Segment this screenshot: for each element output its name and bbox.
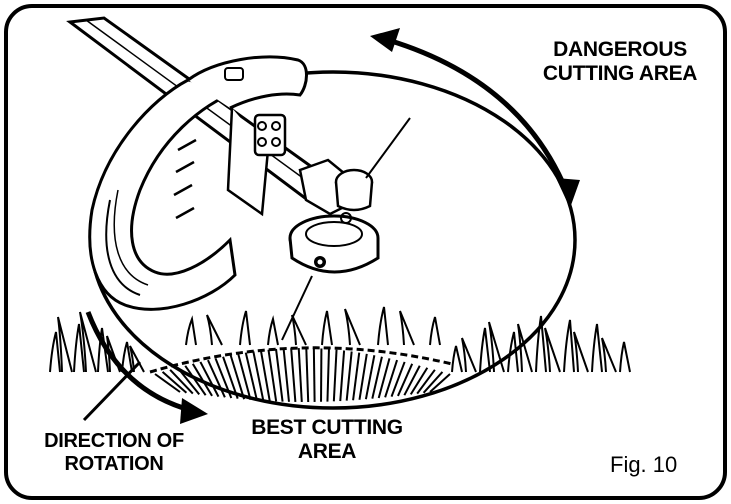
hatch-line: [364, 355, 376, 400]
grass-blade: [601, 337, 617, 373]
hatch-line: [345, 351, 353, 401]
grass-blade: [291, 314, 307, 346]
hatch-line: [305, 347, 310, 403]
hatch-line: [214, 358, 233, 399]
direction-label-line2: ROTATION: [64, 453, 164, 475]
hatch-line: [290, 348, 297, 403]
hatch-line: [371, 356, 383, 399]
grass-blade: [544, 327, 561, 373]
hatch-line: [312, 348, 316, 402]
grass-blade: [591, 323, 603, 373]
hatch-line: [176, 367, 201, 396]
figure-frame: [4, 4, 727, 500]
grass-blade: [57, 316, 73, 373]
grass-blade: [206, 314, 223, 346]
grass-blade: [488, 321, 505, 373]
hatch-line: [267, 349, 278, 402]
hatch-line: [352, 352, 361, 401]
dangerous-label-line1: DANGEROUS: [553, 38, 687, 61]
debris-shield: [88, 55, 308, 311]
hatch-line: [252, 351, 265, 401]
grass-blade: [97, 327, 109, 373]
hatch-line: [384, 359, 399, 398]
grass-blade: [461, 337, 477, 373]
grass-blade: [399, 310, 415, 346]
hatch-line: [326, 348, 330, 402]
grass-blade: [73, 323, 85, 373]
best-cutting-area-label: BEST CUTTING AREA: [222, 416, 432, 464]
hatch-line: [244, 352, 258, 401]
grass-blade: [321, 310, 333, 346]
rotation-arrow: [82, 311, 208, 424]
trimmer-head: [281, 117, 411, 341]
hatch-line: [229, 354, 246, 400]
hatch-line: [332, 349, 338, 402]
grass-under-head: [185, 306, 441, 346]
best-label-line2: AREA: [297, 440, 357, 464]
grass-blade: [619, 341, 631, 373]
hatch-line: [297, 347, 303, 403]
hatch-line: [275, 348, 284, 402]
grass-blade: [49, 331, 61, 373]
hatch-line: [282, 348, 290, 402]
grass-blade: [573, 331, 589, 373]
grass-blade: [507, 331, 519, 373]
hatch-line: [184, 365, 207, 396]
hatch-line: [237, 353, 252, 401]
dangerous-cutting-area-label: DANGEROUS CUTTING AREA: [520, 38, 720, 86]
hatch-line: [403, 365, 421, 396]
hatch-line: [429, 373, 451, 393]
hatch-line: [416, 369, 436, 395]
hatch-line: [207, 359, 226, 398]
hatch-line: [422, 371, 444, 394]
grass-blade: [517, 323, 533, 373]
grass-blade: [344, 308, 361, 346]
grass-blade: [451, 345, 463, 373]
hatch-line: [169, 369, 194, 395]
hatch-line: [222, 356, 239, 399]
best-label-line1: BEST CUTTING: [251, 416, 403, 439]
hatch-line: [259, 350, 271, 402]
grass-blade: [185, 315, 197, 346]
grass-blade: [129, 345, 145, 373]
hatch-line: [358, 353, 368, 400]
figure-number: Fig. 10: [610, 452, 678, 477]
dangerous-area-arrow: [370, 28, 580, 208]
grass-blade: [429, 316, 441, 346]
hatch-line: [390, 361, 406, 397]
direction-of-rotation-label: DIRECTION OF ROTATION: [14, 430, 214, 476]
direction-label-line1: DIRECTION OF: [44, 430, 184, 452]
best-cutting-hatch: [154, 347, 451, 403]
grass-blade: [79, 311, 97, 373]
grass-blade: [239, 310, 251, 346]
grass-blade: [377, 306, 389, 346]
grass-blade: [535, 315, 547, 373]
grass-right: [451, 315, 631, 373]
hatch-line: [199, 361, 220, 398]
hatch-line: [409, 367, 429, 395]
hatch-line: [339, 350, 346, 402]
hatch-line: [377, 358, 391, 399]
hatch-line: [191, 363, 213, 397]
hatch-line: [161, 371, 188, 394]
grass-blade: [479, 327, 491, 373]
dangerous-label-line2: CUTTING AREA: [542, 62, 698, 86]
grass-blade: [563, 319, 575, 373]
hatch-line: [397, 363, 414, 397]
grass-left: [49, 311, 145, 373]
best-cutting-arc: [149, 346, 453, 374]
hatch-line: [154, 373, 181, 393]
grass-blade: [121, 341, 133, 373]
grass-blade: [267, 315, 279, 346]
